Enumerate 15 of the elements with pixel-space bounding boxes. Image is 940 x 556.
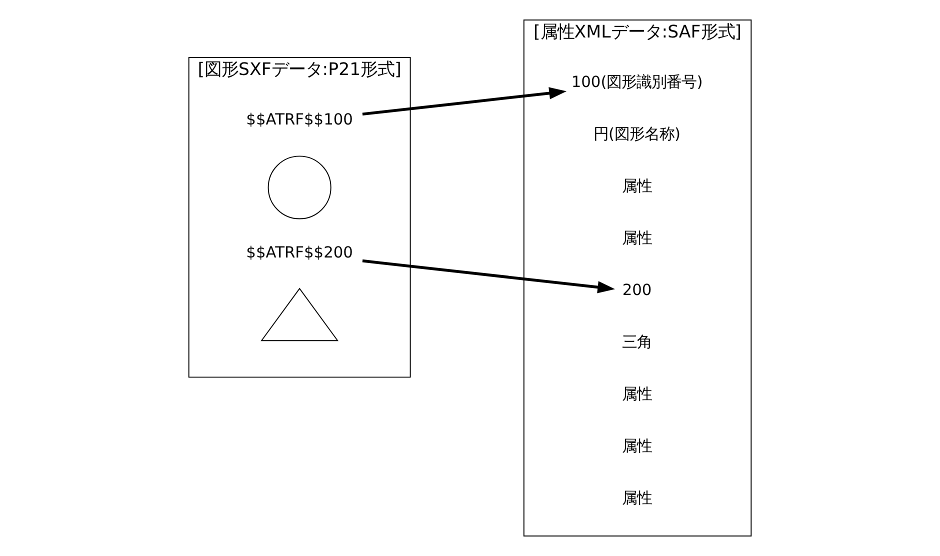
- arrow: [362, 87, 567, 116]
- node-text: 円(図形名称): [594, 125, 681, 144]
- node-text: 属性: [622, 229, 652, 248]
- node-text: 200: [622, 281, 652, 300]
- node-text: 属性: [622, 177, 652, 196]
- node-text: $$ATRF$$100: [246, 110, 353, 129]
- arrow: [362, 259, 616, 294]
- node-triangle: [260, 288, 339, 342]
- node-text: 属性: [622, 437, 652, 456]
- node-circle: [268, 156, 332, 220]
- node-text: 属性: [622, 385, 652, 404]
- node-text: $$ATRF$$200: [246, 244, 353, 262]
- node-text: 三角: [622, 333, 652, 352]
- node-text: 属性: [622, 489, 652, 508]
- node-text: 100(図形識別番号): [571, 73, 703, 92]
